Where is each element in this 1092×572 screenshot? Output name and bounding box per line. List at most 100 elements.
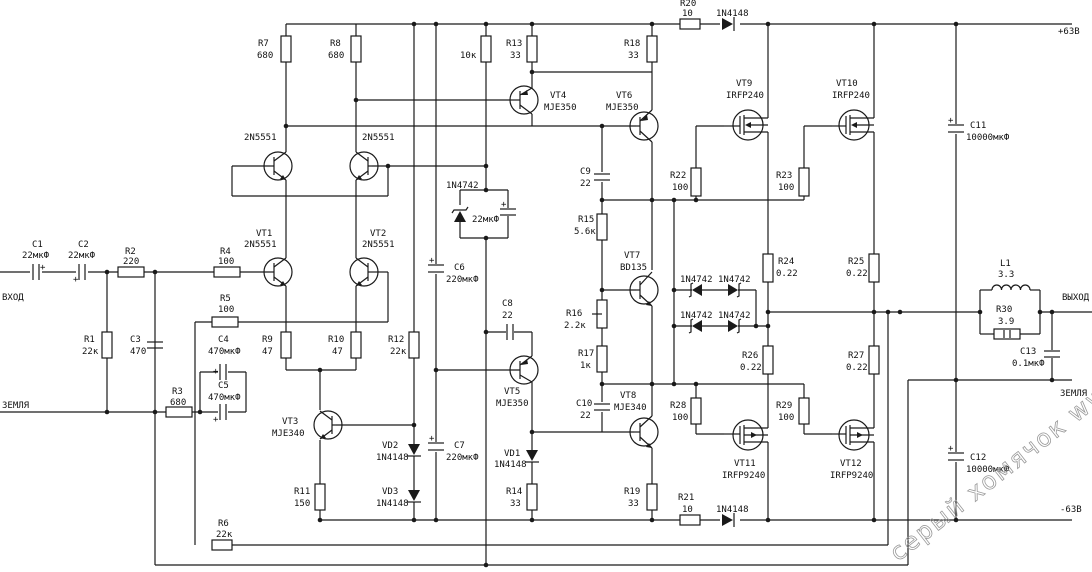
svg-text:+: + <box>948 444 954 454</box>
r26-value: 0.22 <box>740 363 762 373</box>
vd1-symbol <box>525 450 539 463</box>
r27-value: 0.22 <box>846 363 868 373</box>
vt8-type: MJE340 <box>614 403 647 413</box>
r25-value: 0.22 <box>846 269 868 279</box>
labels: ВХОД ЗЕМЛЯ +63В -63В ВЫХОД ЗЕМЛЯ C1 22мк… <box>2 0 1090 540</box>
l1-ref: L1 <box>1000 259 1011 269</box>
c13-symbol <box>1044 350 1060 358</box>
c13-value: 0.1мкФ <box>1012 359 1045 369</box>
r22-value: 100 <box>672 183 688 193</box>
vd1-ref: VD1 <box>504 449 520 459</box>
diodes <box>407 17 742 527</box>
vd2-type: 1N4148 <box>376 453 409 463</box>
c10-value: 22 <box>580 411 591 421</box>
d21-type: 1N4148 <box>716 505 749 515</box>
r9-value: 47 <box>262 347 273 357</box>
c2-ref: C2 <box>78 240 89 250</box>
r17-symbol <box>596 345 608 373</box>
vt4-ref: VT4 <box>550 91 566 101</box>
r23-symbol <box>798 167 810 197</box>
c12-ref: C12 <box>970 453 986 463</box>
vt2-symbol <box>349 257 379 287</box>
c8-symbol <box>506 324 514 340</box>
c11-symbol <box>948 124 964 133</box>
r3-symbol <box>165 406 193 418</box>
r11-symbol <box>314 483 326 511</box>
r23-ref: R23 <box>776 171 792 181</box>
r7-symbol <box>280 35 292 63</box>
r29-ref: R29 <box>776 401 792 411</box>
vt1-symbol <box>263 257 293 287</box>
output-label: ВЫХОД <box>1062 293 1090 303</box>
c9-symbol <box>594 173 610 181</box>
za-symbol <box>688 282 702 298</box>
r7-value: 680 <box>257 51 273 61</box>
vd3-ref: VD3 <box>382 487 398 497</box>
zb-type: 1N4742 <box>718 275 751 285</box>
c4-value: 470мкФ <box>208 347 241 357</box>
c3-ref: C3 <box>130 335 141 345</box>
vt10-ref: VT10 <box>836 79 858 89</box>
r26-ref: R26 <box>742 351 758 361</box>
c5-symbol <box>219 404 227 420</box>
r29-value: 100 <box>778 413 794 423</box>
c2-value: 22мкФ <box>68 251 96 261</box>
r13-symbol <box>526 35 538 63</box>
r5-symbol <box>211 316 239 328</box>
vt9-type: IRFP240 <box>726 91 764 101</box>
vt3-type: MJE340 <box>272 429 305 439</box>
svg-text:+: + <box>40 263 46 273</box>
r10-ref: R10 <box>328 335 344 345</box>
vt2-type: 2N5551 <box>362 240 395 250</box>
r12-ref: R12 <box>388 335 404 345</box>
r18-value: 33 <box>628 51 639 61</box>
r11-ref: R11 <box>294 487 310 497</box>
c5-value: 470мкФ <box>208 393 241 403</box>
vt9-symbol <box>724 109 769 141</box>
vt5-type: MJE350 <box>496 399 529 409</box>
r10k-value: 10к <box>460 51 477 61</box>
c6-value: 220мкФ <box>446 275 479 285</box>
vd2-ref: VD2 <box>382 441 398 451</box>
watermark: серый хомячок www.cxo.lv <box>884 311 1092 567</box>
r10k-symbol <box>480 35 492 63</box>
c4-ref: C4 <box>218 335 229 345</box>
r1-value: 22к <box>82 347 99 357</box>
r18-ref: R18 <box>624 39 640 49</box>
r24-symbol <box>762 253 774 283</box>
r11-value: 150 <box>294 499 310 509</box>
ground-label-left: ЗЕМЛЯ <box>2 401 29 411</box>
c11-ref: C11 <box>970 121 986 131</box>
vt7-symbol <box>629 271 659 307</box>
vt1-ref: VT1 <box>256 229 272 239</box>
q1-type: 2N5551 <box>244 133 277 143</box>
zc-type: 1N4742 <box>680 311 713 321</box>
svg-text:+: + <box>429 256 435 266</box>
r10-value: 47 <box>332 347 343 357</box>
zb-symbol <box>728 282 742 298</box>
transistors <box>263 85 875 451</box>
r15-value: 5.6к <box>574 227 596 237</box>
vt7-ref: VT7 <box>624 251 640 261</box>
vd1-type: 1N4148 <box>494 460 527 470</box>
vd3-symbol <box>407 490 421 503</box>
vt7-type: BD135 <box>620 263 647 273</box>
c11-value: 10000мкФ <box>966 133 1010 143</box>
r24-value: 0.22 <box>776 269 798 279</box>
svg-text:+: + <box>948 116 954 126</box>
r26-symbol <box>762 345 774 375</box>
svg-text:+: + <box>213 367 219 377</box>
r1-symbol <box>101 331 113 359</box>
junctions <box>104 21 1055 568</box>
r12-symbol <box>408 331 420 359</box>
c1-ref: C1 <box>32 240 43 250</box>
r30-symbol <box>993 328 1021 340</box>
r17-ref: R17 <box>578 349 594 359</box>
r4-value: 100 <box>218 257 234 267</box>
vt12-ref: VT12 <box>840 459 862 469</box>
c10-ref: C10 <box>576 399 592 409</box>
c9-value: 22 <box>580 179 591 189</box>
zener-1n4742-symbol <box>451 206 469 222</box>
r16-ref: R16 <box>566 309 582 319</box>
